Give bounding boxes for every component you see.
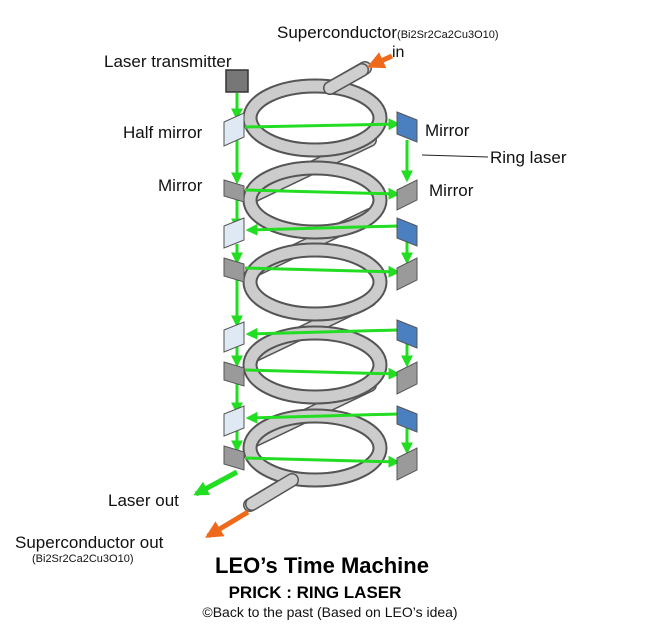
mirror-left-2 bbox=[223, 257, 245, 283]
half-mirror-label: Half mirror bbox=[123, 123, 203, 142]
mirror-right-blue-4 bbox=[396, 405, 418, 433]
mirror-right-4 bbox=[396, 447, 418, 481]
laser-transmitter-box bbox=[225, 69, 249, 93]
superconductor-in-label: Superconductor(Bi2Sr2Ca2Cu3O10) bbox=[277, 23, 499, 42]
caption-credit: ©Back to the past (Based on LEO’s idea) bbox=[202, 604, 457, 620]
mirror-right-blue-1 bbox=[396, 111, 418, 143]
coil-end-tubes bbox=[245, 63, 369, 511]
superconductor-out-formula: (Bi2Sr2Ca2Cu3O10) bbox=[32, 553, 134, 565]
coil-loops bbox=[242, 78, 388, 488]
half-mirror-3 bbox=[223, 321, 245, 353]
right-mirrors bbox=[396, 111, 418, 481]
mirror-left-4 bbox=[223, 445, 245, 471]
laser-out-arrow bbox=[193, 469, 239, 497]
half-mirror-1 bbox=[223, 112, 245, 147]
mirror-right-2 bbox=[396, 257, 418, 291]
mirror-top-right-label: Mirror bbox=[425, 121, 470, 140]
superconductor-out-label: Superconductor out bbox=[15, 533, 164, 552]
in-label: in bbox=[392, 44, 404, 61]
left-mirrors bbox=[223, 112, 245, 471]
laser-transmitter-label: Laser transmitter bbox=[104, 52, 232, 71]
half-mirror-4 bbox=[223, 405, 245, 437]
laser-out-label: Laser out bbox=[108, 491, 179, 510]
laser-beams bbox=[193, 93, 413, 497]
mirror-left-3 bbox=[223, 361, 245, 387]
caption-subtitle: PRICK : RING LASER bbox=[229, 583, 402, 602]
mirror-right-3 bbox=[396, 361, 418, 395]
mirror-right-1 bbox=[396, 179, 418, 211]
ring-laser-label: Ring laser bbox=[490, 148, 567, 167]
ring-laser-leader bbox=[421, 154, 489, 158]
mirror-left-1 bbox=[223, 179, 245, 203]
mirror-right-blue-3 bbox=[396, 319, 418, 349]
mirror-right-label: Mirror bbox=[429, 181, 474, 200]
mirror-left-label: Mirror bbox=[158, 176, 203, 195]
caption-title: LEO’s Time Machine bbox=[215, 553, 429, 578]
mirror-right-blue-2 bbox=[396, 217, 418, 247]
half-mirror-2 bbox=[223, 217, 245, 249]
superconductor-in-arrow bbox=[366, 52, 394, 69]
superconductor-out-arrow bbox=[204, 509, 250, 539]
